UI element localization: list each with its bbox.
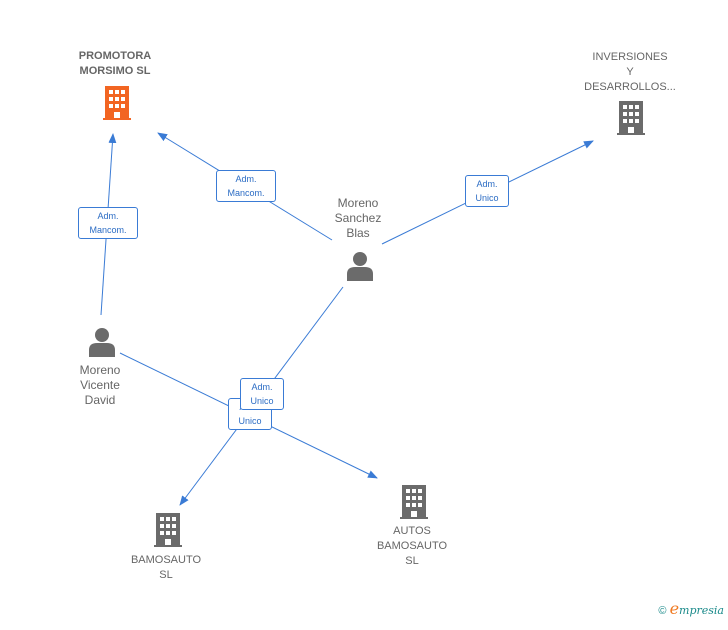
brand-logo: © empresia (658, 599, 724, 618)
company-label-bamosauto[interactable]: BAMOSAUTO SL (130, 554, 202, 581)
edge-label-sanchez-promotora[interactable]: Adm. Mancom. (216, 170, 276, 202)
building-icon[interactable] (400, 485, 428, 519)
copyright-icon: © (658, 605, 667, 617)
person-label-moreno-vicente[interactable]: Moreno Vicente David (79, 363, 121, 407)
company-label-promotora[interactable]: PROMOTORA MORSIMO SL (78, 50, 152, 77)
company-label-inversiones[interactable]: INVERSIONES Y DESARROLLOS... (584, 51, 676, 93)
person-icon[interactable] (89, 328, 115, 357)
building-icon[interactable] (154, 513, 182, 547)
person-icon[interactable] (347, 252, 373, 281)
company-label-autos-bamosauto[interactable]: AUTOS BAMOSAUTO SL (376, 525, 448, 567)
building-icon[interactable] (617, 101, 645, 135)
person-label-moreno-sanchez[interactable]: Moreno Sanchez Blas (334, 196, 382, 240)
edge-label-vicente-promotora[interactable]: Adm. Mancom. (78, 207, 138, 239)
building-icon[interactable] (103, 86, 131, 120)
edge-label-sanchez-bamosauto[interactable]: Adm. Unico (240, 378, 284, 410)
edge-label-sanchez-inversiones[interactable]: Adm. Unico (465, 175, 509, 207)
